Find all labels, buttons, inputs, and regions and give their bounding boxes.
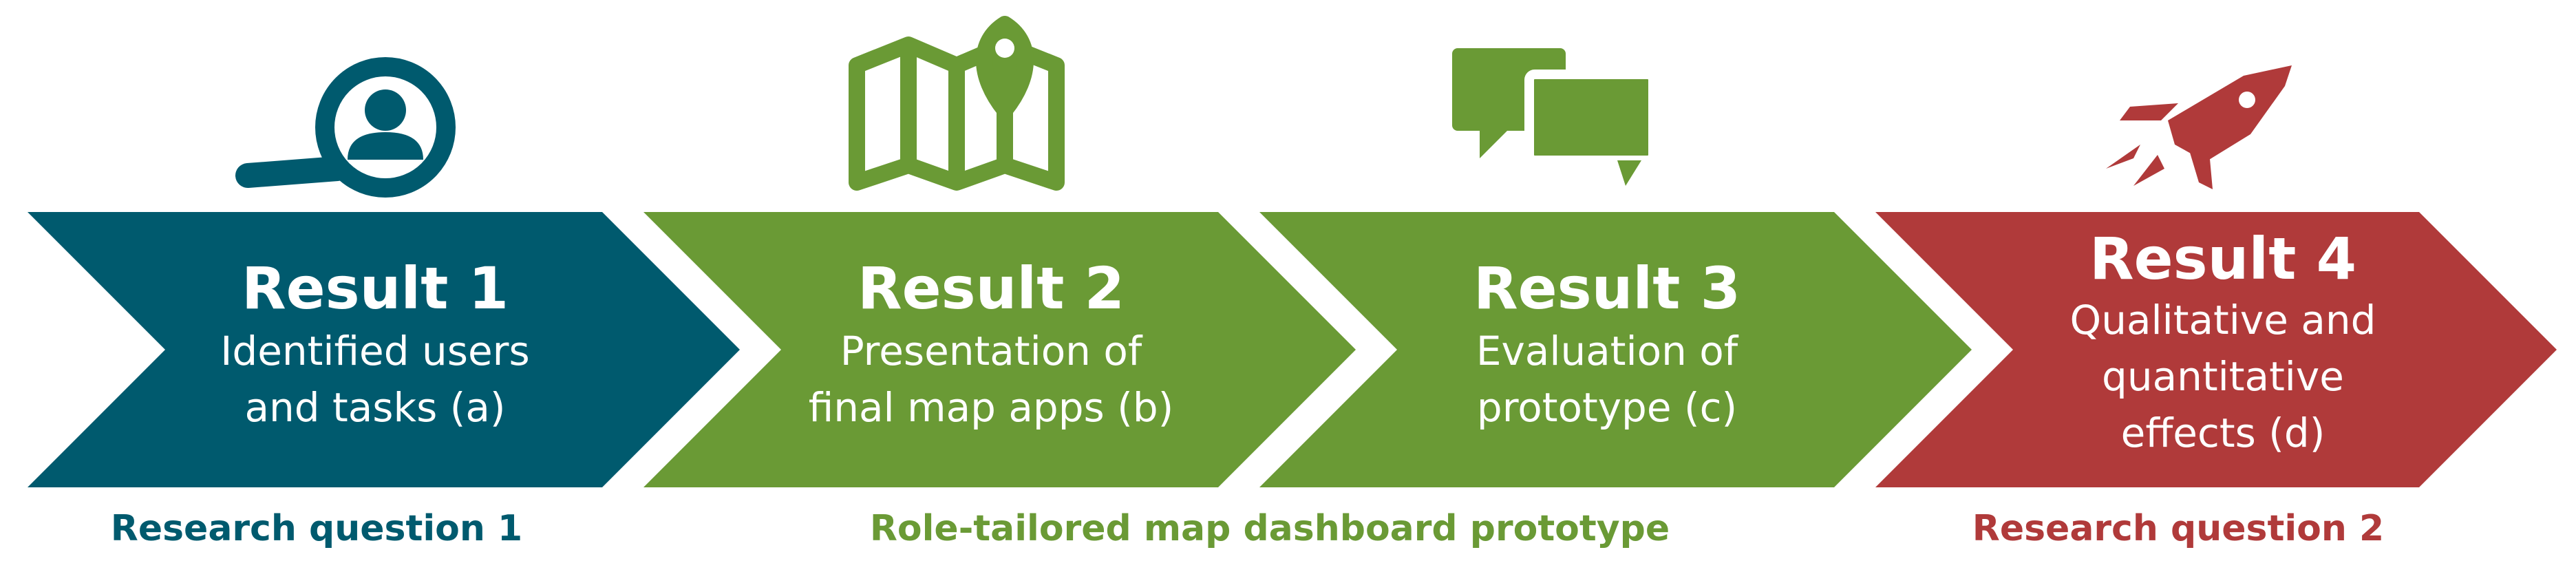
step-3-title: Result 3	[1473, 255, 1741, 322]
step-1-title: Result 1	[242, 255, 509, 322]
step-4-title: Result 4	[2089, 225, 2356, 293]
caption-research-question-2: Research question 2	[1972, 508, 2384, 549]
step-1-arrow	[28, 212, 740, 487]
step-4: Result 4 Qualitative and quantitative ef…	[2070, 225, 2376, 456]
step-2-title: Result 2	[858, 255, 1125, 322]
step-2-line-2: final map apps (b)	[809, 384, 1174, 431]
step-4-line-1: Qualitative and	[2070, 297, 2376, 343]
step-4-line-3: effects (d)	[2121, 410, 2325, 456]
step-3: Result 3 Evaluation of prototype (c)	[1473, 255, 1741, 431]
step-4-line-2: quantitative	[2102, 353, 2344, 400]
rocket-icon	[2106, 65, 2292, 189]
step-2-line-1: Presentation of	[840, 328, 1143, 374]
caption-research-question-1: Research question 1	[111, 508, 522, 549]
step-1: Result 1 Identified users and tasks (a)	[220, 255, 529, 431]
step-1-line-1: Identified users	[220, 328, 529, 374]
user-search-icon	[235, 57, 456, 198]
chat-bubbles-icon	[1452, 48, 1658, 186]
step-3-arrow	[1259, 212, 1972, 487]
step-1-line-2: and tasks (a)	[244, 384, 505, 431]
map-pin-icon	[849, 16, 1065, 191]
step-2: Result 2 Presentation of final map apps …	[809, 255, 1174, 431]
step-2-arrow	[643, 212, 1356, 487]
step-3-line-1: Evaluation of	[1476, 328, 1739, 374]
step-4-arrow	[1875, 212, 2557, 487]
caption-dashboard-prototype: Role-tailored map dashboard prototype	[870, 508, 1670, 549]
step-3-line-2: prototype (c)	[1477, 384, 1737, 431]
